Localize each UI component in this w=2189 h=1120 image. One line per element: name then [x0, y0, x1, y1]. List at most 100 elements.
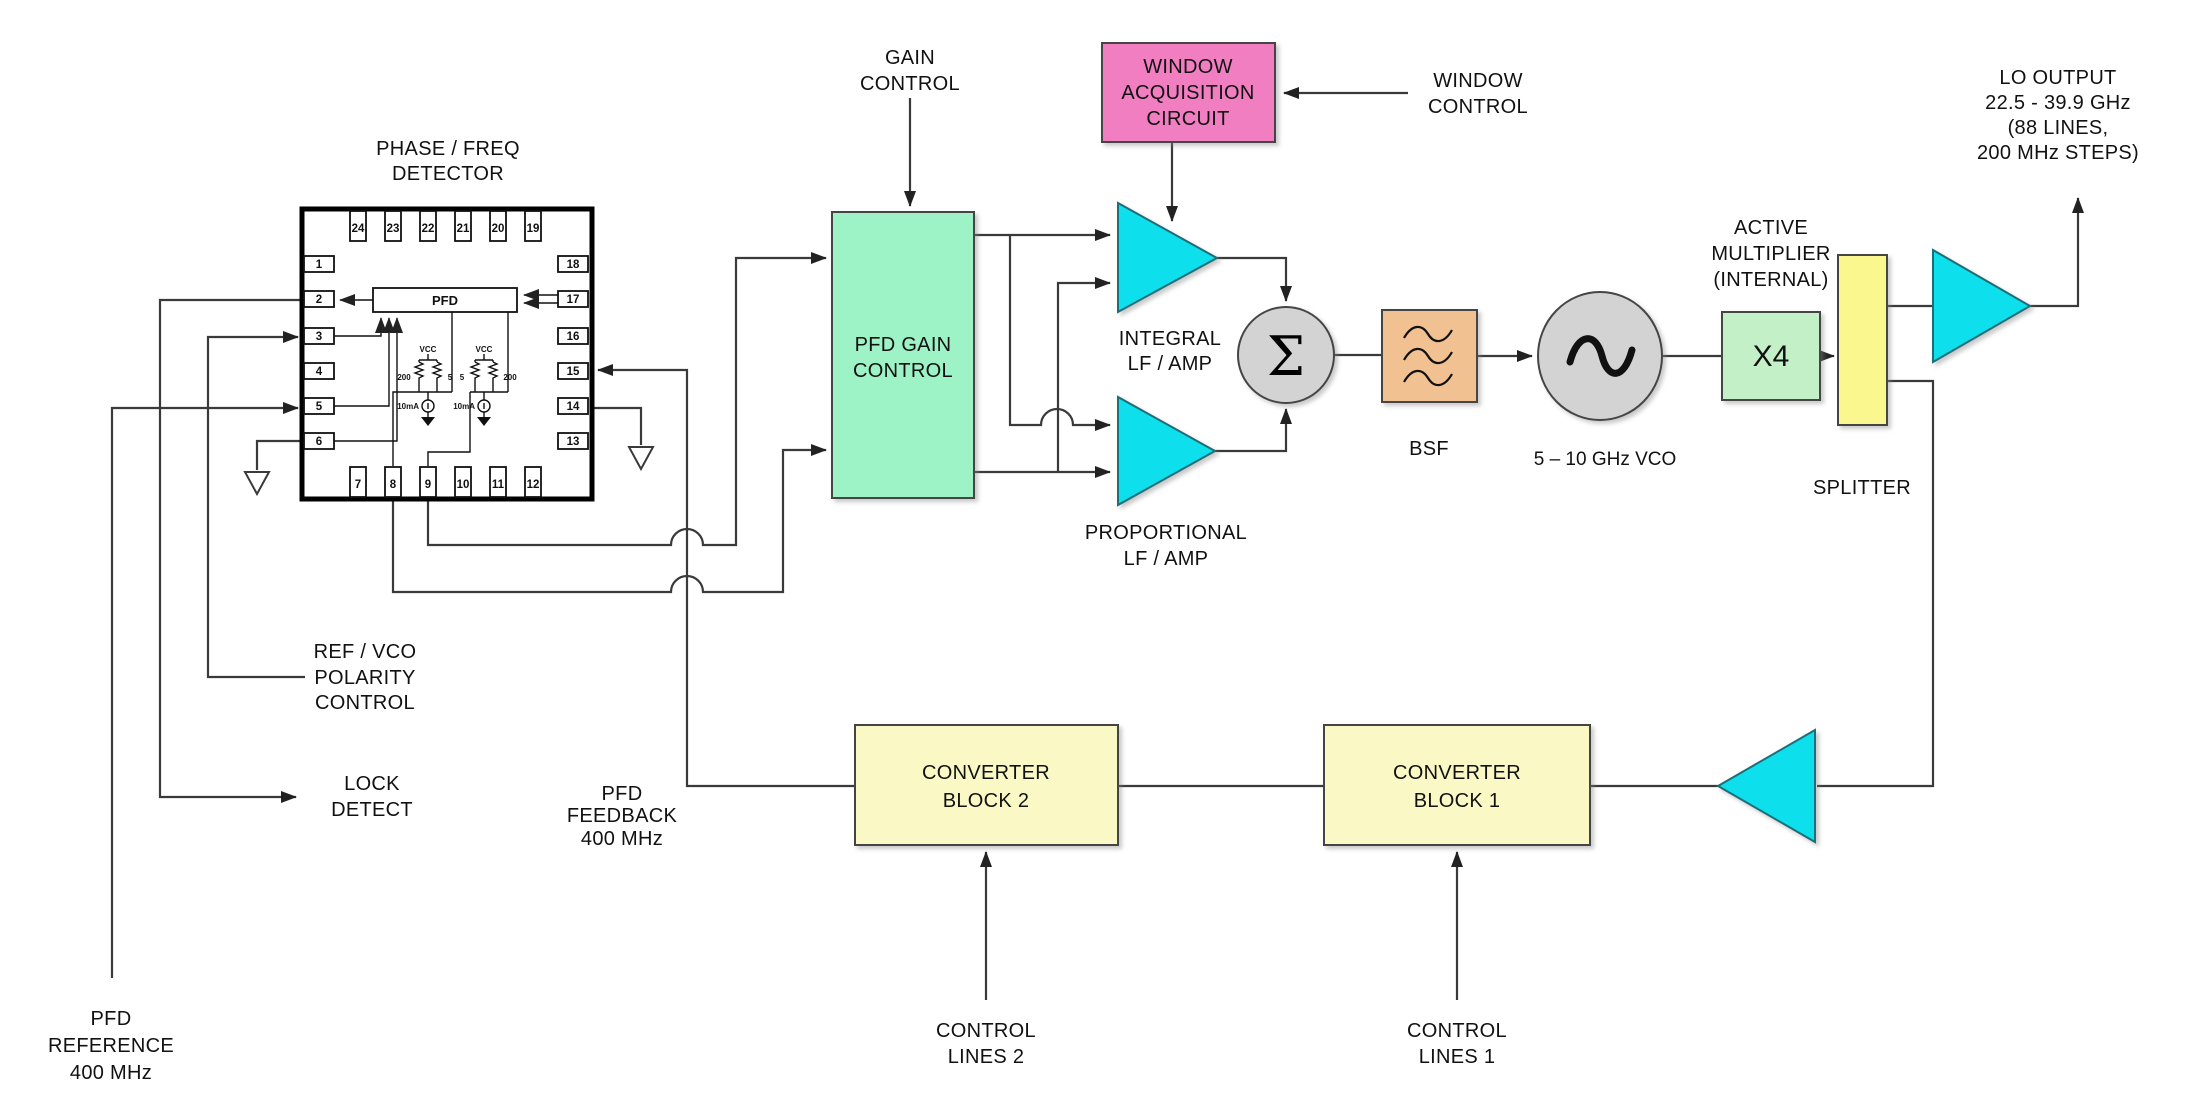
pin-number: 18 [567, 259, 580, 271]
active-multiplier-label: MULTIPLIER [1711, 243, 1830, 265]
pfd-feedback-label: PFD [602, 783, 643, 805]
pin-number: 24 [352, 223, 365, 235]
pin [524, 466, 542, 498]
wire-gain-out-top-branch [1008, 235, 1111, 431]
pfd-feedback-label: FEEDBACK [567, 805, 678, 827]
vcc-label: VCC [420, 345, 437, 354]
vcc-label: VCC [476, 345, 493, 354]
pin [557, 255, 589, 273]
summer-node [1237, 306, 1335, 404]
pin-number: 16 [567, 331, 580, 343]
ground-icon [477, 417, 491, 426]
pin [303, 362, 335, 380]
wire-pin8-gain-input [391, 444, 827, 594]
vco-label: 5 – 10 GHz VCO [1534, 449, 1677, 470]
gain-control-label: CONTROL [860, 73, 960, 95]
proportional-amp-label: LF / AMP [1124, 548, 1209, 570]
pin [454, 210, 472, 242]
converter-block-2-label: CONVERTER [922, 762, 1050, 784]
wire-lo-output [2030, 197, 2084, 308]
ground-icons [243, 446, 655, 497]
wire-pfd-reference [110, 402, 299, 978]
ref-vco-polarity-label: REF / VCO [314, 641, 417, 663]
pin-number: 1 [316, 259, 323, 271]
wires [110, 87, 2084, 1000]
pin [454, 466, 472, 498]
window-acquisition-block [1101, 42, 1276, 143]
current-value: 10mA [397, 402, 419, 411]
pin [303, 290, 335, 308]
pin-number: 15 [567, 366, 580, 378]
pin-number: 4 [316, 366, 323, 378]
wire-pin6-ground [255, 439, 302, 470]
iwire-pin3-pfd [334, 317, 387, 337]
converter-block-2 [854, 724, 1119, 846]
lo-output-label: (88 LINES, [2008, 117, 2109, 139]
wire-ref-vco-polarity [206, 331, 305, 679]
pfd-core-label: PFD [432, 293, 458, 308]
bsf-filter-block [1381, 309, 1478, 403]
wire-gain-out-bottom-branch [1056, 277, 1111, 472]
pfd-reference-label: PFD [91, 1008, 132, 1030]
chip-pins-left: 1 2 3 4 5 6 [303, 255, 335, 450]
output-amplifier-icon [1932, 248, 2033, 364]
pin [489, 210, 507, 242]
resistor-icon [487, 361, 499, 392]
control-lines-2-label: LINES 2 [948, 1046, 1025, 1068]
chip-internal-wiring [334, 289, 558, 466]
pin-number: 21 [457, 223, 470, 235]
splitter-block [1837, 254, 1888, 426]
wire-pin14-ground [592, 406, 643, 445]
pin [349, 210, 367, 242]
pin-number: 3 [316, 331, 322, 343]
active-multiplier-label: (INTERNAL) [1713, 269, 1828, 291]
lo-output-label: 22.5 - 39.9 GHz [1985, 92, 2131, 114]
pin [419, 466, 437, 498]
pin [303, 255, 335, 273]
wire-splitter-feedback [1817, 379, 1935, 788]
pfd-chip: 1 2 3 4 5 6 18 17 16 15 14 13 [299, 206, 595, 502]
cell-top-wires [418, 354, 438, 362]
resistor-value: 200 [503, 373, 517, 382]
ref-vco-polarity-label: POLARITY [314, 667, 415, 689]
lock-detect-label: DETECT [331, 799, 413, 821]
pfd-reference-label: 400 MHz [70, 1062, 152, 1084]
resistor-value: 5 [448, 373, 453, 382]
pin [557, 432, 589, 450]
pin [384, 466, 402, 498]
converter-block-1 [1323, 724, 1591, 846]
transistor-pair-icon [414, 391, 452, 400]
pfd-feedback-label: 400 MHz [581, 828, 663, 850]
window-acquisition-label: WINDOW [1143, 56, 1233, 78]
x4-multiplier-block [1721, 311, 1821, 401]
pin-number: 12 [527, 479, 540, 491]
pin-number: 6 [316, 436, 322, 448]
sigma-symbol: Σ [1267, 325, 1305, 388]
current-value: 10mA [453, 402, 475, 411]
lo-output-label: 200 MHz STEPS) [1977, 142, 2139, 164]
pin-number: 17 [567, 294, 580, 306]
chip-outline [299, 206, 595, 502]
pin [489, 466, 507, 498]
ground-icon [243, 471, 271, 497]
resistor-value: 200 [397, 373, 411, 382]
wire-lock-detect [158, 298, 302, 803]
gain-control-label: GAIN [885, 47, 935, 69]
charge-pump-cell-left: VCC 200 5 10mA [397, 345, 453, 426]
active-multiplier-label: ACTIVE [1734, 217, 1808, 239]
lo-output-label: LO OUTPUT [1999, 67, 2116, 89]
wire-proportional-to-summer [1215, 408, 1292, 453]
pin-number: 11 [492, 479, 505, 491]
pin-number: 22 [422, 223, 435, 235]
x4-label: X4 [1753, 340, 1790, 373]
pin [557, 290, 589, 308]
pfd-gain-control-label: PFD GAIN [855, 334, 952, 356]
pin-number: 5 [316, 401, 323, 413]
pin-number: 14 [567, 401, 580, 413]
control-lines-1-label: LINES 1 [1419, 1046, 1496, 1068]
feedback-amplifier-icon [1715, 728, 1816, 844]
window-control-label: WINDOW [1433, 70, 1523, 92]
converter-block-1-label: BLOCK 1 [1414, 790, 1501, 812]
pin [557, 362, 589, 380]
